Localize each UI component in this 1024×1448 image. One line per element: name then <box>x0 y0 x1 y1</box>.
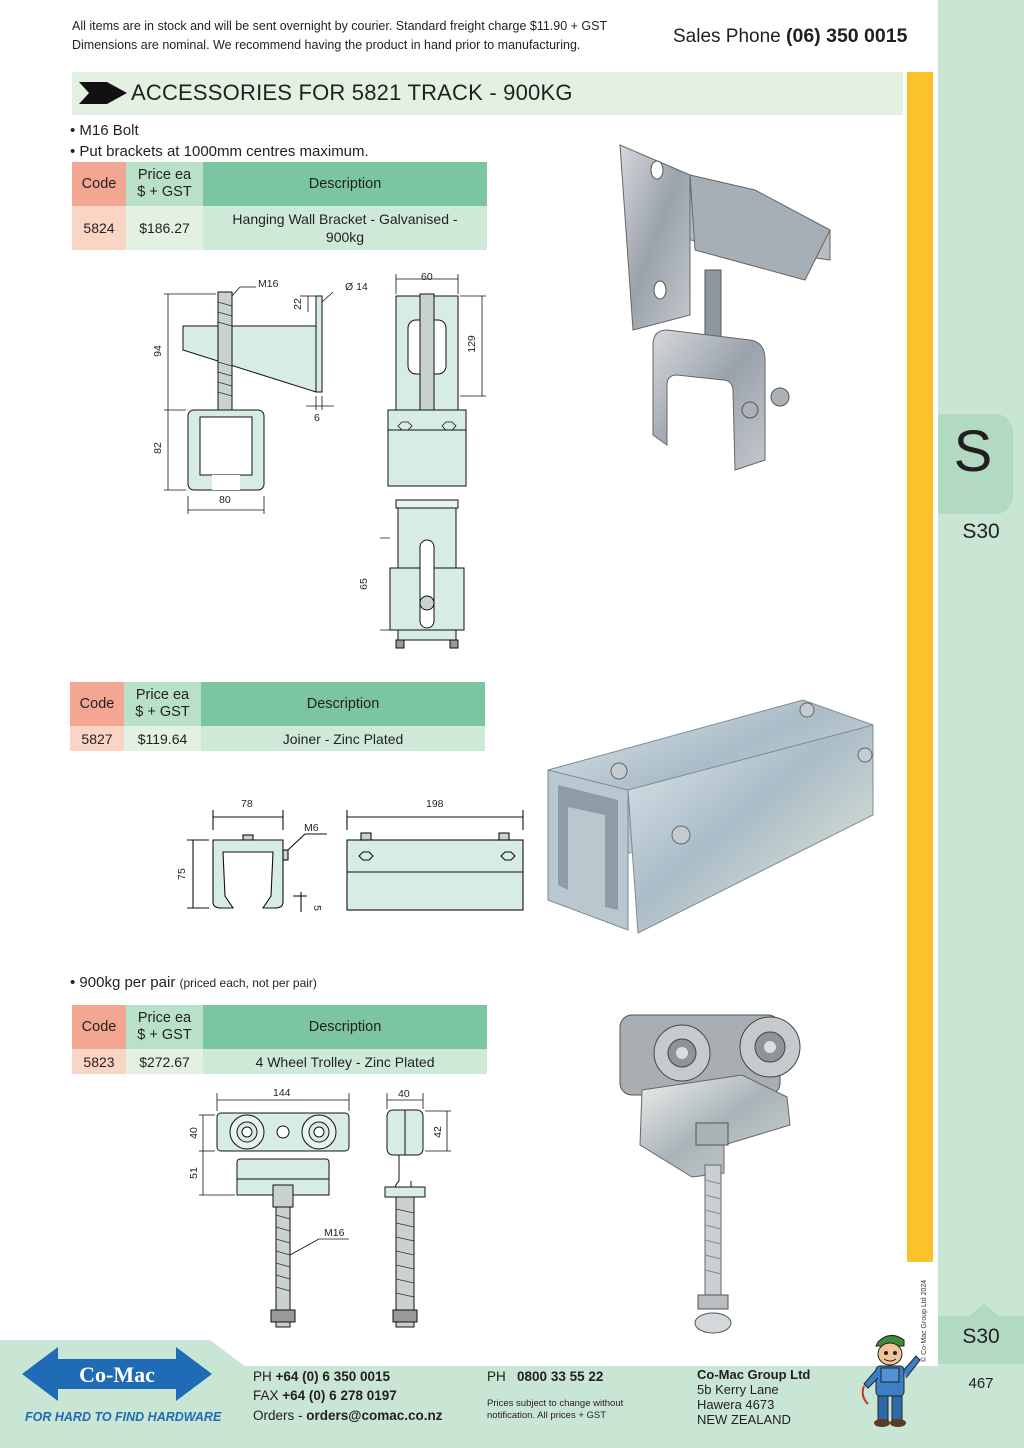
dimensions-notice: Dimensions are nominal. We recommend hav… <box>72 38 581 52</box>
section-code-box <box>938 1316 1024 1364</box>
dim-75-label: 75 <box>175 868 188 880</box>
joiner-drawing <box>187 810 524 912</box>
product-price: $186.27 <box>126 206 203 250</box>
code-header: Code <box>70 682 124 726</box>
handyman-mascot-icon <box>861 1335 921 1427</box>
section-code-bottom: S30 <box>962 1325 1000 1348</box>
wall-bracket-photo <box>619 144 831 471</box>
fax-line: FAX +64 (0) 6 278 0197 <box>253 1388 397 1403</box>
dim-42-label: 42 <box>431 1126 444 1138</box>
freephone-line: PH 0800 33 55 22 <box>487 1369 604 1384</box>
section-color-bar <box>907 72 933 1262</box>
address-line-2: Hawera 4673 <box>697 1397 775 1412</box>
dim-40-height-label: 40 <box>187 1127 200 1139</box>
phone-number[interactable]: +64 (0) 6 350 0015 <box>275 1369 390 1384</box>
product-table-5827: Code Price ea$ + GST Description 5827 $1… <box>70 682 485 751</box>
product-description: 4 Wheel Trolley - Zinc Plated <box>203 1049 487 1074</box>
sales-phone-number[interactable]: (06) 350 0015 <box>786 25 908 47</box>
bullet-bracket-spacing: • Put brackets at 1000mm centres maximum… <box>70 143 369 160</box>
product-table-5824: Code Price ea$ + GST Description 5824 $1… <box>72 162 487 250</box>
address-line-1: 5b Kerry Lane <box>697 1382 779 1397</box>
section-code-notch <box>970 1303 998 1316</box>
prices-note: Prices subject to change without notific… <box>487 1398 624 1421</box>
product-code: 5823 <box>72 1049 126 1074</box>
dim-22-label: 22 <box>291 298 304 310</box>
dim-diameter-label: Ø 14 <box>345 281 368 293</box>
section-letter: S <box>953 419 993 484</box>
brand-tagline: FOR HARD TO FIND HARDWARE <box>25 1410 222 1424</box>
dim-82-label: 82 <box>151 442 164 454</box>
section-code-top: S30 <box>962 520 1000 543</box>
bullet-900kg-per-pair: • 900kg per pair (priced each, not per p… <box>70 974 317 991</box>
dim-65-label: 65 <box>357 578 370 590</box>
product-description: Hanging Wall Bracket - Galvanised -900kg <box>203 206 487 250</box>
section-sidebar <box>938 0 1024 1448</box>
dim-198-label: 198 <box>426 798 444 810</box>
trolley-photo <box>619 1014 801 1334</box>
company-address: Co-Mac Group Ltd 5b Kerry Lane Hawera 46… <box>697 1367 810 1427</box>
joiner-photo <box>547 699 874 934</box>
dim-40-width-label: 40 <box>398 1088 410 1100</box>
dim-6-label: 6 <box>314 412 320 424</box>
bullet-m16-bolt: • M16 Bolt <box>70 122 139 139</box>
bracket-front-drawing <box>380 274 486 649</box>
dim-m16-label: M16 <box>324 1227 345 1239</box>
section-tab[interactable] <box>938 414 1013 514</box>
trolley-drawing <box>199 1093 451 1328</box>
address-line-3: NEW ZEALAND <box>697 1412 791 1427</box>
product-price: $119.64 <box>124 726 201 751</box>
dim-m6-label: M6 <box>304 822 319 834</box>
dim-5-label: 5 <box>310 905 323 911</box>
svg-text:Co-Mac: Co-Mac <box>79 1362 155 1387</box>
dim-94-label: 94 <box>151 345 164 357</box>
price-header: Price ea$ + GST <box>124 682 201 726</box>
page-number: 467 <box>968 1375 994 1392</box>
dim-60-label: 60 <box>421 271 433 283</box>
orders-email-link[interactable]: orders@comac.co.nz <box>306 1408 443 1423</box>
product-description: Joiner - Zinc Plated <box>201 726 485 751</box>
section-title-bar <box>72 72 903 115</box>
chevron-arrow-icon <box>79 82 127 104</box>
dim-78-label: 78 <box>241 798 253 810</box>
product-code: 5827 <box>70 726 124 751</box>
fax-number: +64 (0) 6 278 0197 <box>282 1388 397 1403</box>
dim-129-label: 129 <box>465 335 478 353</box>
product-code: 5824 <box>72 206 126 250</box>
dim-80-label: 80 <box>219 494 231 506</box>
code-header: Code <box>72 162 126 206</box>
product-price: $272.67 <box>126 1049 203 1074</box>
description-header: Description <box>203 1005 487 1049</box>
price-header: Price ea$ + GST <box>126 162 203 206</box>
product-table-5823: Code Price ea$ + GST Description 5823 $2… <box>72 1005 487 1074</box>
stock-notice: All items are in stock and will be sent … <box>72 19 608 33</box>
orders-line: Orders - orders@comac.co.nz <box>253 1408 443 1423</box>
section-title: ACCESSORIES FOR 5821 TRACK - 900KG <box>131 80 573 105</box>
copyright-text: © Co-Mac Group Ltd 2024 <box>921 1279 928 1362</box>
freephone-number[interactable]: 0800 33 55 22 <box>517 1369 604 1384</box>
price-header: Price ea$ + GST <box>126 1005 203 1049</box>
sales-phone-label: Sales Phone <box>673 26 781 47</box>
description-header: Description <box>201 682 485 726</box>
code-header: Code <box>72 1005 126 1049</box>
dim-m16-label: M16 <box>258 278 279 290</box>
company-name: Co-Mac Group Ltd <box>697 1367 811 1382</box>
bracket-side-drawing <box>164 286 334 514</box>
dim-51-label: 51 <box>187 1167 200 1179</box>
phone-line: PH +64 (0) 6 350 0015 <box>253 1369 390 1384</box>
comac-logo[interactable]: Co-Mac <box>22 1343 212 1405</box>
description-header: Description <box>203 162 487 206</box>
dim-144-label: 144 <box>273 1087 291 1099</box>
